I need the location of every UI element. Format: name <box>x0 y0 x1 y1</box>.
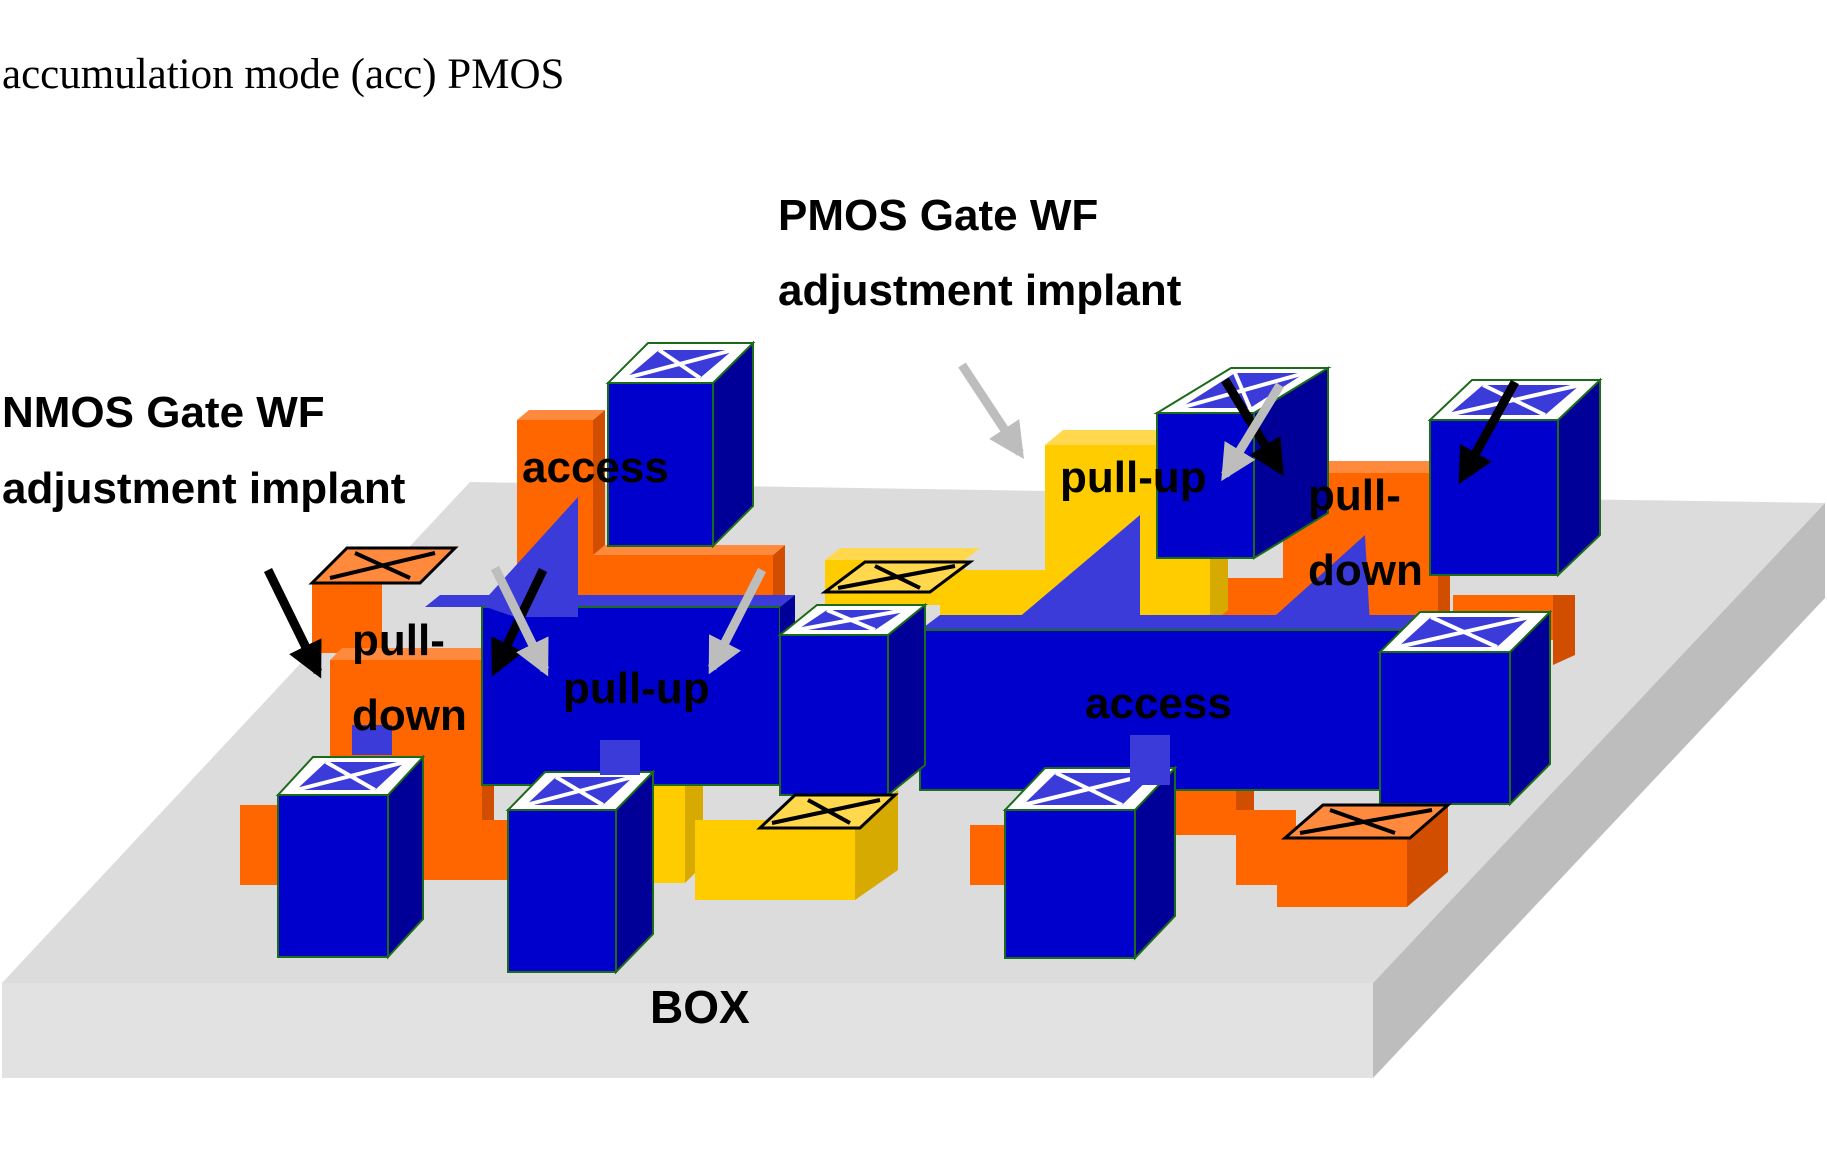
pmos-annotation-line1: PMOS Gate WF <box>778 191 1098 240</box>
gate-block-bottom-left-2 <box>505 769 656 975</box>
caption-title: accumulation mode (acc) PMOS <box>2 51 565 98</box>
label-pullup-right: pull-up <box>1060 453 1207 502</box>
substrate-front-face <box>2 983 1373 1078</box>
label-access-right: access <box>1085 679 1232 728</box>
label-pulldown-left-1: pull- <box>352 616 445 665</box>
gate-strip-pullup-left <box>600 740 640 775</box>
gate-block-bottom-left-1 <box>275 754 426 960</box>
gate-block-top-right-1 <box>1153 366 1332 560</box>
gate-strip-access-right <box>1130 735 1170 785</box>
pmos-implant-arrows <box>490 362 1284 677</box>
gate-block-right-middle <box>1377 609 1553 807</box>
nmos-annotation-line1: NMOS Gate WF <box>2 388 325 437</box>
gate-block-center <box>777 602 928 798</box>
substrate-side-face <box>1373 503 1825 1078</box>
pmos-contact-bottom <box>756 793 899 830</box>
label-pullup-left: pull-up <box>563 664 710 713</box>
nmos-contact-top-left <box>308 546 459 585</box>
gate-strip-left <box>352 725 392 755</box>
gate-block-top-left <box>605 340 756 549</box>
gate-bar-right <box>919 515 1430 791</box>
pmos-annotation-line2: adjustment implant <box>778 266 1182 315</box>
nmos-contact-bottom-right <box>1280 803 1453 840</box>
pmos-contact-top <box>820 560 975 594</box>
label-box: BOX <box>650 981 750 1033</box>
label-pulldown-right-2: down <box>1308 546 1423 595</box>
gate-block-bottom-right <box>1002 765 1178 961</box>
label-access-left: access <box>522 443 669 492</box>
gate-block-top-right-2 <box>1427 377 1603 578</box>
label-pulldown-right-1: pull- <box>1308 471 1401 520</box>
label-pulldown-left-2: down <box>352 691 467 740</box>
nmos-annotation-line2: adjustment implant <box>2 464 406 513</box>
